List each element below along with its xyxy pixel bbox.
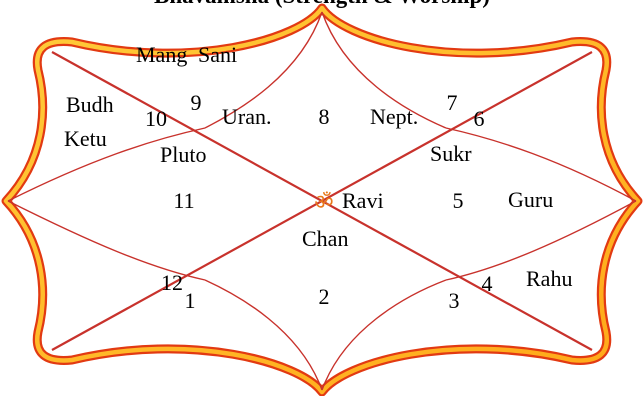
diamond-edge-right-lower	[445, 200, 637, 281]
planet-ravi: Ravi	[342, 188, 384, 213]
planet-sukr: Sukr	[430, 141, 472, 166]
planet-pluto: Pluto	[160, 142, 206, 167]
decorative-frame	[1, 3, 643, 396]
planet-ketu: Ketu	[64, 126, 107, 151]
inner-diamond	[7, 11, 637, 391]
diamond-edge-bottom-left	[204, 279, 323, 391]
diamond-edge-top-right	[321, 11, 447, 129]
house-number-10: 10	[145, 106, 167, 131]
house-number-2: 2	[319, 284, 330, 309]
house-number-11: 11	[173, 188, 194, 213]
house-number-1: 1	[185, 288, 196, 313]
diamond-edge-left-upper	[7, 127, 206, 202]
diamond-edge-top-left	[204, 11, 323, 129]
diamond-edge-left-lower	[7, 200, 206, 281]
diamond-edge-bottom-right	[321, 279, 447, 391]
house-number-5: 5	[453, 188, 464, 213]
house-numbers: 8 9 10 11 12 1 2 3 4 5 6 7	[145, 90, 493, 313]
planet-nept: Nept.	[370, 104, 418, 129]
planet-labels: Mang Sani Budh Ketu Pluto Uran. Nept. Su…	[64, 42, 572, 291]
house-number-8: 8	[319, 104, 330, 129]
house-number-4: 4	[482, 271, 493, 296]
om-symbol: ॐ	[314, 190, 333, 214]
chart-diagonals	[51, 51, 593, 351]
planet-mang: Mang	[136, 42, 187, 67]
diagonal-line-anti	[51, 51, 593, 351]
house-number-3: 3	[449, 288, 460, 313]
planet-rahu: Rahu	[526, 266, 572, 291]
planet-budh: Budh	[66, 92, 114, 117]
planet-guru: Guru	[508, 187, 553, 212]
planet-chan: Chan	[302, 226, 348, 251]
house-number-12: 12	[161, 270, 183, 295]
planet-sani: Sani	[198, 42, 237, 67]
planet-uran: Uran.	[222, 104, 271, 129]
diamond-edge-right-upper	[445, 127, 637, 202]
house-number-6: 6	[474, 106, 485, 131]
house-number-9: 9	[191, 90, 202, 115]
house-number-7: 7	[447, 90, 458, 115]
